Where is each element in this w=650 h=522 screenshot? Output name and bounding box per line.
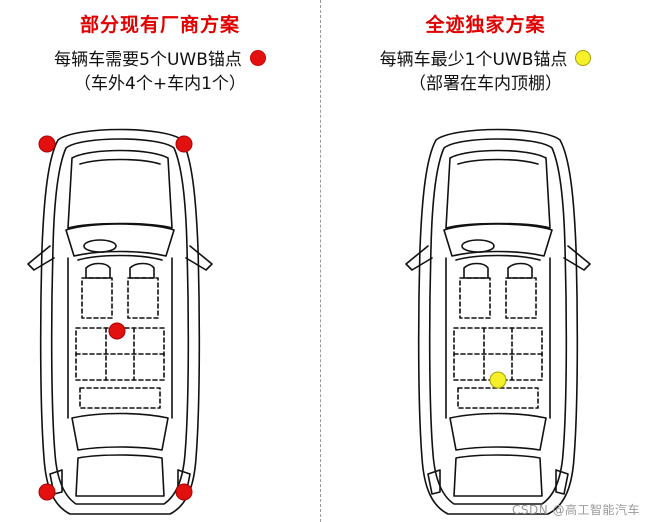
watermark: CSDN @高工智能汽车 (511, 503, 640, 517)
right-description-line1: 每辆车最少1个UWB锚点 (321, 48, 650, 72)
left-panel: 部分现有厂商方案 每辆车需要5个UWB锚点 （车外4个+车内1个） (0, 0, 320, 522)
anchor-interior (108, 322, 126, 340)
left-description-text: 每辆车需要5个UWB锚点 (54, 50, 242, 70)
anchor-front-right (175, 135, 193, 153)
anchor-rear-right (175, 483, 193, 501)
dashed-divider (320, 0, 321, 522)
right-car-diagram (405, 128, 591, 515)
anchor-rear-left (38, 483, 56, 501)
left-car-diagram (27, 128, 213, 515)
right-panel: 全迹独家方案 每辆车最少1个UWB锚点 （部署在车内顶棚） (321, 0, 650, 522)
red-dot-icon (249, 50, 266, 66)
right-title: 全迹独家方案 (425, 14, 546, 36)
left-description-line2: （车外4个+车内1个） (74, 74, 246, 94)
anchor-front-left (38, 135, 56, 153)
left-title: 部分现有厂商方案 (79, 14, 240, 36)
left-description-line1: 每辆车需要5个UWB锚点 (0, 48, 320, 72)
right-description-line2: （部署在车内顶棚） (409, 74, 562, 94)
yellow-dot-icon (575, 50, 592, 66)
right-description-text: 每辆车最少1个UWB锚点 (379, 50, 568, 70)
anchor-roof (489, 371, 507, 389)
